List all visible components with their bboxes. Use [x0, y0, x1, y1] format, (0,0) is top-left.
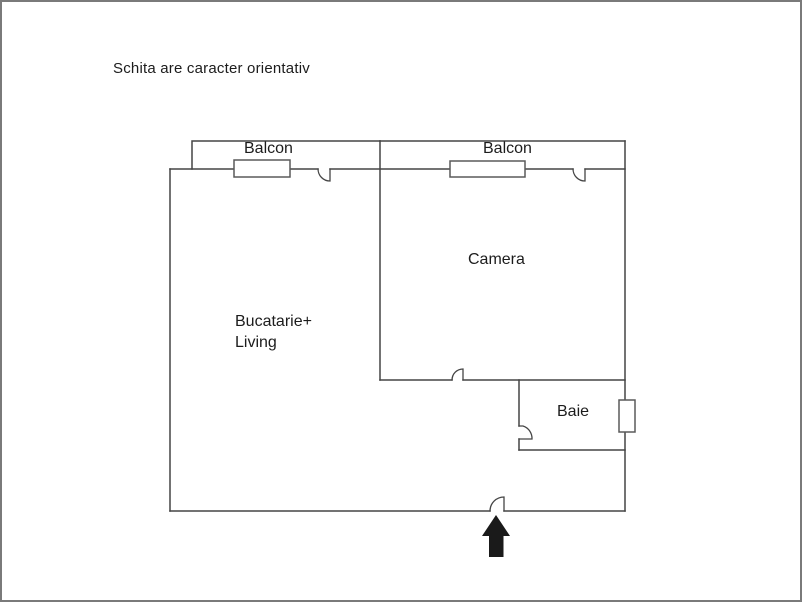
label-balcony-left: Balcon	[244, 140, 293, 157]
label-camera-room: Camera	[468, 251, 525, 268]
window-bathroom	[618, 399, 636, 433]
doors	[317, 168, 586, 512]
wall-balcony-left-outline	[191, 140, 381, 170]
label-bathroom: Baie	[557, 403, 590, 420]
door-arc-entrance	[489, 496, 505, 512]
door-arc-balcony-left	[317, 168, 331, 182]
disclaimer-text: Schita are caracter orientativ	[113, 60, 310, 77]
label-balcony-right: Balcon	[483, 140, 532, 157]
door-arc-balcony-right	[572, 168, 586, 182]
windows	[233, 159, 636, 433]
window-balcony-left	[233, 159, 291, 178]
door-arc-camera	[451, 368, 464, 381]
window-balcony-right	[449, 160, 526, 178]
label-kitchen-living: Bucatarie+ Living	[235, 313, 312, 351]
door-arc-bathroom	[518, 425, 533, 440]
entrance-arrow-icon	[482, 515, 510, 557]
